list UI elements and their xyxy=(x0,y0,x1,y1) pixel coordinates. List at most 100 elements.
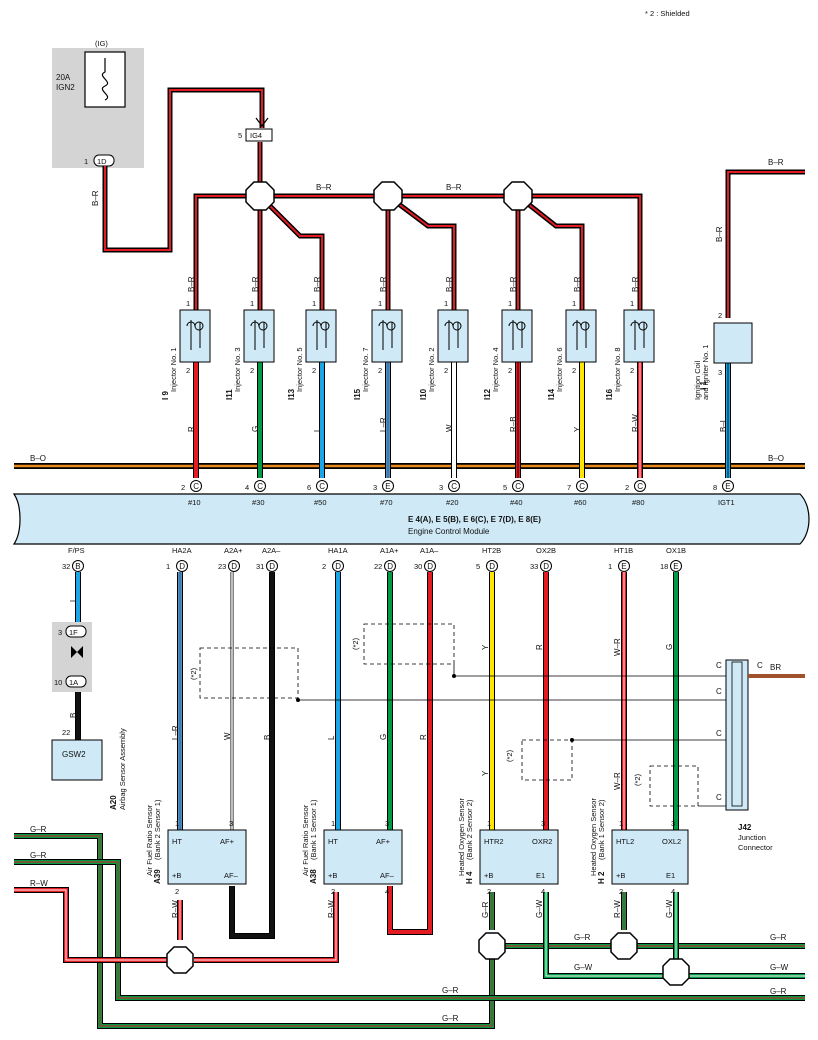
ecm-bot-5-badge xyxy=(384,560,396,572)
sensor-3-br: E1 xyxy=(536,871,545,880)
injector-1-box xyxy=(179,309,211,363)
injector-7-pin1: 1 xyxy=(572,299,576,308)
airbag-wire-label: B xyxy=(69,713,78,718)
injector-7-id: I14 xyxy=(547,388,556,400)
ecm-sig-4: HA1A xyxy=(328,546,348,555)
sensor-2-bl: +B xyxy=(328,871,337,880)
injector-8-wire-label: R–W xyxy=(631,414,640,432)
injector-2-name: Injector No. 3 xyxy=(233,347,242,392)
ecm-bottom-pins: F/PSB32HA2AD1A2A+D23A2A–D31HA1AD2A1A+D22… xyxy=(62,546,686,572)
sensor-4-tr: OXL2 xyxy=(662,837,681,846)
ecm-bot-num-9: 1 xyxy=(608,562,612,571)
ecm-pin-num-igt1: 8 xyxy=(713,483,717,492)
airbag-sensor-name: GSW2 xyxy=(62,750,86,759)
ht2b-label: Y xyxy=(481,644,490,650)
injector-4-coil-icon xyxy=(378,320,396,350)
a2ap-label: W xyxy=(223,732,232,740)
ecm-pin-#60-badge xyxy=(576,480,588,492)
ecm-pin-#20-letter: C xyxy=(451,482,457,491)
ht1b-label: W–R xyxy=(613,638,622,656)
injector-5-id: I10 xyxy=(419,388,428,400)
ecm-bot-num-1: 1 xyxy=(166,562,170,571)
igniter-wire-label: B–L xyxy=(719,417,728,432)
injector-6-name: Injector No. 4 xyxy=(491,347,500,392)
bottom-wire-label-8: G–W xyxy=(770,963,789,972)
injector-1-pin2: 2 xyxy=(186,366,190,375)
ecm-bot-8-letter: D xyxy=(543,562,549,571)
a1am-wire-core xyxy=(388,572,432,934)
igniter-name2: and Igniter No. 1 xyxy=(701,345,710,400)
rw-wire-stripe xyxy=(14,889,337,961)
injector-7-name: Injector No. 6 xyxy=(555,347,564,392)
junction-name2: Connector xyxy=(738,843,773,852)
bottom-wire-label-6: G–W xyxy=(574,963,593,972)
svg-text:3: 3 xyxy=(718,368,722,377)
injector-6-wire-label: R–B xyxy=(509,416,518,432)
injector-4-id: I15 xyxy=(353,388,362,400)
sensor-4-id: H 2 xyxy=(597,871,606,884)
chevron-icon xyxy=(71,646,83,658)
drain-dot-1 xyxy=(452,674,456,678)
ecm-pin-#70-badge xyxy=(382,480,394,492)
ecm-sig-2: A2A+ xyxy=(224,546,243,555)
ecm-bot-7-badge xyxy=(486,560,498,572)
wire-label-br-igniter: B–R xyxy=(768,158,784,167)
injector-1-wire-label: R xyxy=(187,426,196,432)
sensor-3-id: H 4 xyxy=(465,871,474,884)
injector-7-pin2: 2 xyxy=(572,366,576,375)
wire-label-br: B–R xyxy=(91,190,100,206)
injector-6-pin2: 2 xyxy=(508,366,512,375)
a2am-label: B xyxy=(263,735,272,740)
sensor-4-name1: Heated Oxygen Sensor xyxy=(589,798,598,876)
svg-text:2: 2 xyxy=(718,311,722,320)
ecm-pin-#20-badge xyxy=(448,480,460,492)
sensor-2-br: AF– xyxy=(380,871,395,880)
ecm-pin-sig-#70: #70 xyxy=(380,498,393,507)
ecm-body xyxy=(12,493,810,545)
ecm-pin-#40-badge xyxy=(512,480,524,492)
injector-1-supply-label: B–R xyxy=(187,276,196,292)
airbag-name: Airbag Sensor Assembly xyxy=(118,728,127,810)
ecm-bot-10-letter: E xyxy=(673,562,678,571)
ecm-bot-num-10: 18 xyxy=(660,562,668,571)
sensor-4-tl: HTL2 xyxy=(616,837,634,846)
fuse-pin: 1 xyxy=(84,157,88,166)
sensor-2-p3: 3 xyxy=(385,819,389,828)
shielded-note: * 2 : Shielded xyxy=(645,9,690,18)
bottom-wire-label-14: R–W xyxy=(613,900,622,918)
bottom-wire-label-7: G–R xyxy=(770,933,787,942)
wire-label-br-top2: B–R xyxy=(446,183,462,192)
injector-5-coil-icon xyxy=(444,320,462,350)
ecm-bot-num-5: 22 xyxy=(374,562,382,571)
junction-name1: Junction xyxy=(738,833,766,842)
ecm-pin-num-#60: 7 xyxy=(567,483,571,492)
bottom-wire-label-4: G–R xyxy=(442,1014,459,1023)
sensor-3-tr: OXR2 xyxy=(532,837,552,846)
injector-6-id: I12 xyxy=(483,388,492,400)
ecm-bot-9-badge xyxy=(618,560,630,572)
ecm-subtitle: Engine Control Module xyxy=(408,527,490,536)
wire-label-br-top1: B–R xyxy=(316,183,332,192)
injector-3-pin1: 1 xyxy=(312,299,316,308)
sensor-4-p1: 1 xyxy=(619,819,623,828)
ecm-pin-num-#20: 3 xyxy=(439,483,443,492)
injector-4-wire-label: L–R xyxy=(379,417,388,432)
bottom-wire-label-10: R–W xyxy=(171,900,180,918)
ecm-pin-#30-letter: C xyxy=(257,482,263,491)
ecm-sig-1: HA2A xyxy=(172,546,192,555)
ecm-bot-8-badge xyxy=(540,560,552,572)
bottom-wire-label-5: G–R xyxy=(574,933,591,942)
injector-4-name: Injector No. 7 xyxy=(361,347,370,392)
sensor-1-bl: +B xyxy=(172,871,181,880)
bottom-wire-label-13: G–W xyxy=(535,899,544,918)
ecm-pin-#30-badge xyxy=(254,480,266,492)
wire-label-br-brown: BR xyxy=(770,663,781,672)
injector-8-supply-label: B–R xyxy=(631,276,640,292)
sensor-3-p4: 4 xyxy=(541,887,545,896)
injector-6-pin1: 1 xyxy=(508,299,512,308)
injector-3-box xyxy=(305,309,337,363)
ecm-bot-num-7: 5 xyxy=(476,562,480,571)
ecm-bot-5-letter: D xyxy=(387,562,393,571)
bottom-wire-label-1: G–R xyxy=(30,851,47,860)
